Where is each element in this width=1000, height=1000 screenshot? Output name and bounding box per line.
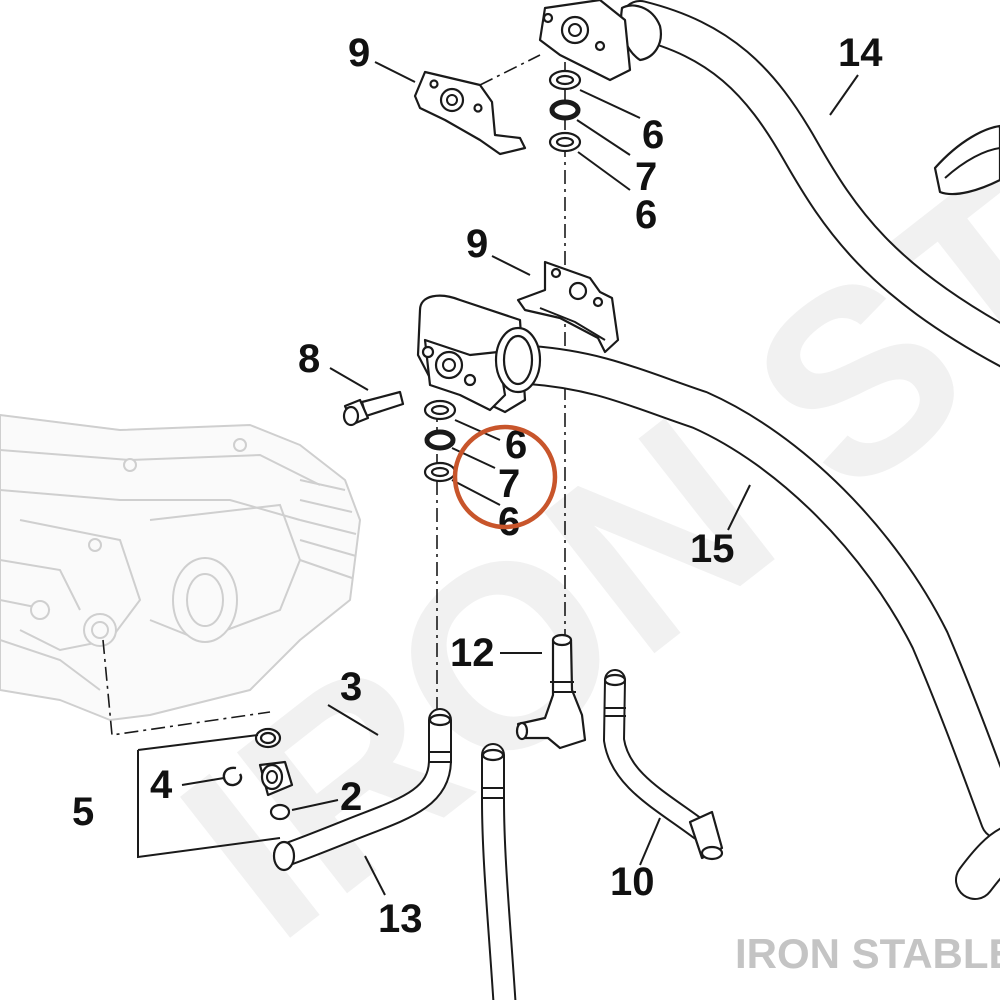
callout-14: 14 (838, 31, 883, 75)
tube-lower-middle (481, 743, 517, 1000)
lower-seal-stack (423, 399, 457, 483)
tube-12 (515, 633, 587, 750)
callout-6-upper-b: 6 (635, 193, 657, 237)
hose-15 (510, 345, 1000, 900)
callout-10: 10 (610, 860, 655, 904)
bracket-9-lower (516, 260, 620, 354)
leader-lines (181, 61, 859, 896)
upper-seal-stack (548, 69, 582, 153)
bracket-9-upper (413, 70, 527, 156)
callout-5: 5 (72, 790, 94, 834)
tube-13 (272, 708, 452, 872)
callout-13: 13 (378, 897, 423, 941)
bolt-8 (342, 390, 405, 427)
callout-7-upper: 7 (635, 155, 657, 199)
top-fitting (538, 0, 632, 82)
callout-6-lower-b: 6 (498, 500, 520, 544)
tube-10 (603, 669, 724, 861)
callout-4: 4 (150, 763, 173, 807)
callout-12: 12 (450, 631, 495, 675)
callout-9-lower: 9 (466, 222, 488, 266)
highlight-circle (452, 424, 558, 530)
callout-9-upper: 9 (348, 31, 370, 75)
manifold-block (416, 294, 542, 414)
kit-5-parts (137, 727, 294, 859)
callout-7-lower: 7 (498, 462, 520, 506)
callout-8: 8 (298, 337, 320, 381)
ghost-engine (0, 414, 361, 721)
callout-6-lower-a: 6 (505, 423, 527, 467)
brand-label: IRON STABLE (735, 930, 1000, 977)
callouts: 2 3 4 5 6 7 6 8 9 6 7 6 9 10 12 13 14 15 (72, 31, 883, 941)
callout-15: 15 (690, 527, 735, 571)
callout-2: 2 (340, 775, 362, 819)
callout-6-upper-a: 6 (642, 113, 664, 157)
hose-14 (620, 0, 1000, 368)
callout-3: 3 (340, 665, 362, 709)
